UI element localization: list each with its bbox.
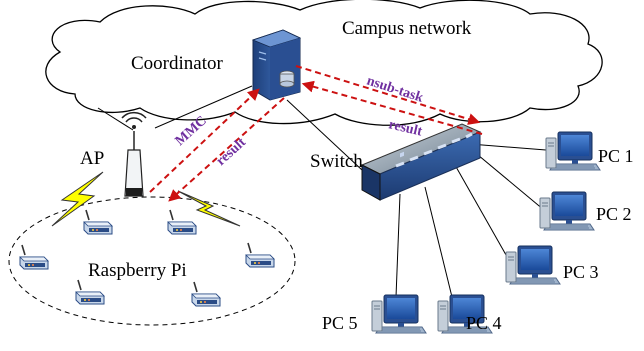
result-arrow-right [301, 80, 483, 135]
access-point-icon [121, 111, 147, 197]
pc-4-label: PC 4 [466, 313, 502, 333]
raspberry-pi-cluster [8, 196, 296, 326]
wireless-lightning-right-icon [177, 190, 241, 227]
raspberry-pi-icon [19, 244, 49, 270]
raspberry-pi-icon [167, 209, 197, 235]
pc-5-label: PC 5 [322, 313, 358, 333]
pc-5-icon [371, 294, 427, 334]
network-switch-icon [360, 123, 482, 201]
nsub-task-arrow [295, 65, 481, 125]
raspberry-pi-icon [83, 209, 113, 235]
raspberry-pi-icon [245, 242, 275, 268]
raspberry-pi-label: Raspberry Pi [88, 260, 187, 281]
pc-1-label: PC 1 [598, 146, 634, 166]
raspberry-pi-icon [75, 279, 105, 305]
ap-label: AP [80, 148, 104, 169]
result-arrow-left [168, 97, 285, 202]
mmc-arrow [149, 88, 260, 193]
coordinator-label: Coordinator [131, 53, 223, 74]
coordinator-server-icon [251, 29, 302, 101]
pc-3-icon [505, 245, 561, 285]
pc-1-icon [545, 131, 601, 171]
pc-2-icon [539, 191, 595, 231]
network-links [97, 85, 547, 298]
pc-2-label: PC 2 [596, 204, 632, 224]
result-annotation-left: result [214, 135, 250, 169]
task-flow-arrows [149, 65, 483, 202]
raspberry-pi-icon [191, 281, 221, 307]
wireless-lightning-left-icon [51, 171, 104, 227]
campus-network-label: Campus network [342, 18, 472, 39]
pc-3-label: PC 3 [563, 262, 599, 282]
switch-label: Switch [310, 151, 363, 172]
campus-network-cloud [45, 0, 603, 126]
